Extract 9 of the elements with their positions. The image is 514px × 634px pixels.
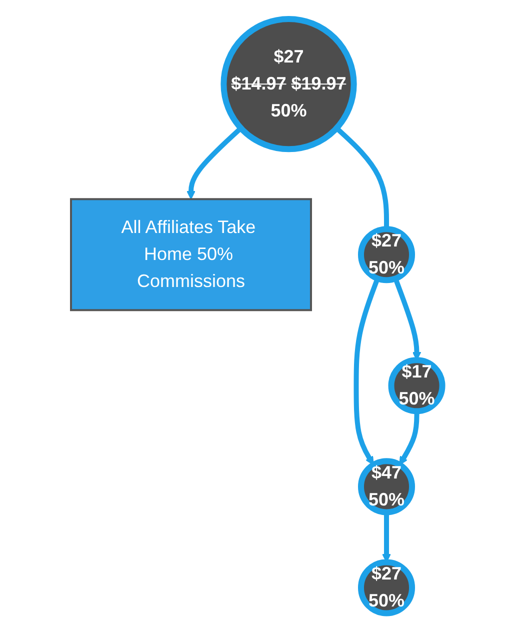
node-circle: $27 50% xyxy=(358,559,416,616)
arrow xyxy=(186,126,243,200)
node-circle: $27 $14.97 $19.97 50% xyxy=(221,16,358,152)
node-circle: $17 50% xyxy=(388,357,446,414)
arrow xyxy=(354,278,380,466)
node-circle: $27 50% xyxy=(358,226,416,284)
arrow xyxy=(400,411,420,466)
node-circle: $47 50% xyxy=(358,458,416,516)
node-box: All Affiliates Take Home 50% Commissions xyxy=(70,198,312,312)
